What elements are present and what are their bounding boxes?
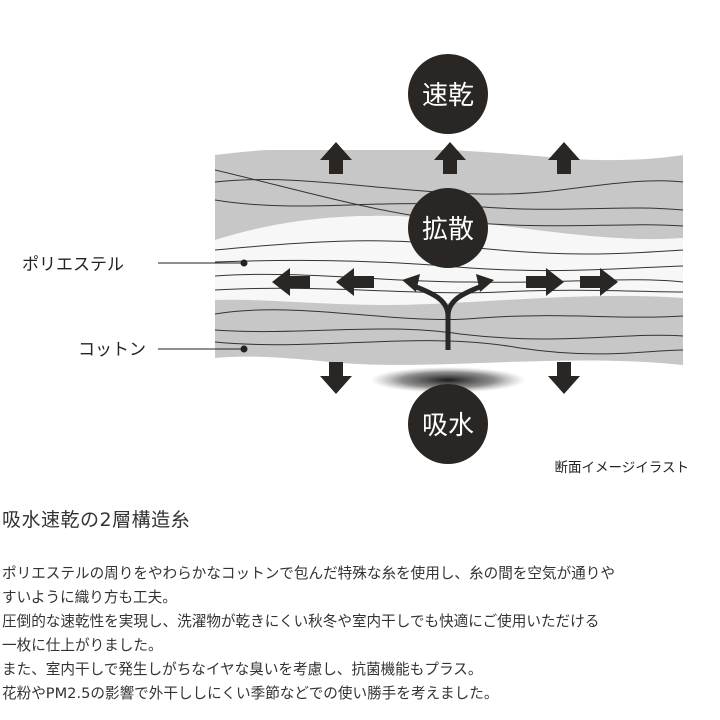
description-line: 圧倒的な速乾性を実現し、洗濯物が乾きにくい秋冬や室内干しでも快適にご使用いただけ… xyxy=(2,613,600,630)
fiber-line xyxy=(215,340,683,355)
right-arrow-icon xyxy=(526,268,564,296)
fiber-line xyxy=(215,287,683,294)
right-arrow-icon xyxy=(580,268,618,296)
left-arrow-icon xyxy=(272,268,310,296)
description-line: また、室内干しで発生しがちなイヤな臭いを考慮し、抗菌機能もプラス。 xyxy=(2,661,483,678)
label-cotton: コットン xyxy=(78,340,248,360)
svg-text:拡散: 拡散 xyxy=(422,215,474,245)
svg-text:ポリエステル: ポリエステル xyxy=(22,255,124,275)
up-arrows xyxy=(320,142,580,174)
down-arrows xyxy=(320,362,580,394)
svg-text:コットン: コットン xyxy=(78,340,146,360)
badge-quick-dry: 速乾 xyxy=(408,54,488,134)
description-line: 一枚に仕上がりました。 xyxy=(2,637,163,654)
description-line: すいように織り方も工夫。 xyxy=(2,589,177,606)
diffusion-arrow-icon xyxy=(402,274,494,350)
up-arrow-icon xyxy=(320,142,352,174)
up-arrow-icon xyxy=(548,142,580,174)
fiber-line xyxy=(215,309,683,321)
down-arrow-icon xyxy=(548,362,580,394)
badge-diffusion: 拡散 xyxy=(408,188,488,268)
illustration-caption: 断面イメージイラスト xyxy=(555,460,689,476)
fiber-line xyxy=(215,259,683,272)
absorb-shadow xyxy=(370,367,526,393)
side-arrows xyxy=(272,268,618,296)
svg-text:速乾: 速乾 xyxy=(422,81,474,111)
description-line: 花粉やPM2.5の影響で外干ししにくい季節などでの使い勝手を考えました。 xyxy=(2,685,499,702)
left-arrow-icon xyxy=(336,268,374,296)
fiber-line xyxy=(215,328,683,340)
badge-absorb: 吸水 xyxy=(408,384,488,464)
description-line: ポリエステルの周りをやわらかなコットンで包んだ特殊な糸を使用し、糸の間を空気が通… xyxy=(2,565,615,582)
down-arrow-icon xyxy=(320,362,352,394)
description: ポリエステルの周りをやわらかなコットンで包んだ特殊な糸を使用し、糸の間を空気が通… xyxy=(2,562,718,706)
section-title: 吸水速乾の2層構造糸 xyxy=(2,509,191,531)
fabric-cross-section-diagram: 速乾 拡散 吸水 ポリエステル コットン 断面イメージイラスト xyxy=(22,54,689,476)
svg-text:吸水: 吸水 xyxy=(422,411,474,441)
fiber-line xyxy=(215,179,683,195)
label-polyester: ポリエステル xyxy=(22,255,248,275)
up-arrow-icon xyxy=(434,142,466,174)
